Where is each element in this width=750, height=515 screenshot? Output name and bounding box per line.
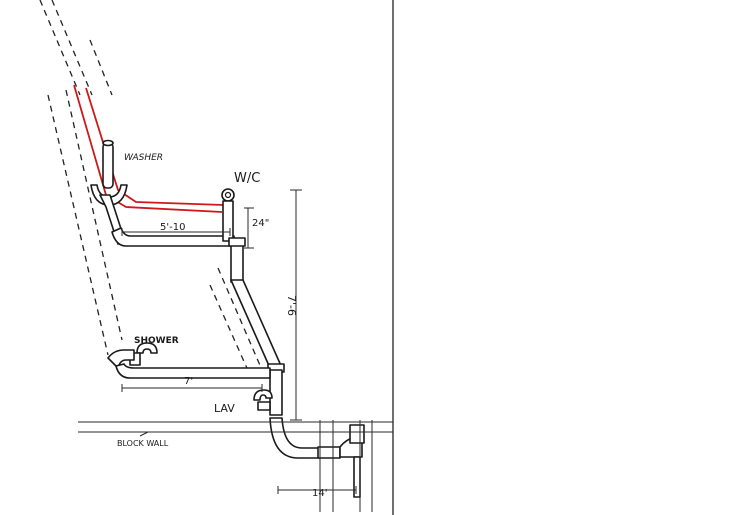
shower-branch — [107, 342, 271, 379]
building-drain — [269, 417, 365, 498]
label-washer: WASHER — [124, 153, 163, 163]
label-lav: LAV — [214, 402, 235, 415]
dim-washer-run: 5'-10 — [160, 222, 185, 233]
label-block-wall: BLOCK WALL — [117, 439, 169, 448]
dim-main-drop: 7'-6 — [285, 295, 298, 316]
lav-connection — [253, 389, 273, 411]
dashed-guides — [39, 0, 263, 376]
dim-wc-drop: 24" — [252, 218, 269, 229]
label-shower: SHOWER — [134, 336, 179, 346]
dimension-lines — [121, 189, 357, 494]
floor-lines — [78, 420, 393, 512]
label-wc: W/C — [234, 171, 260, 186]
dim-bottom-run: 14' — [312, 488, 327, 499]
wc-riser — [221, 188, 246, 283]
dim-shower-run: 7' — [184, 376, 193, 387]
washer-standpipe — [90, 139, 128, 206]
